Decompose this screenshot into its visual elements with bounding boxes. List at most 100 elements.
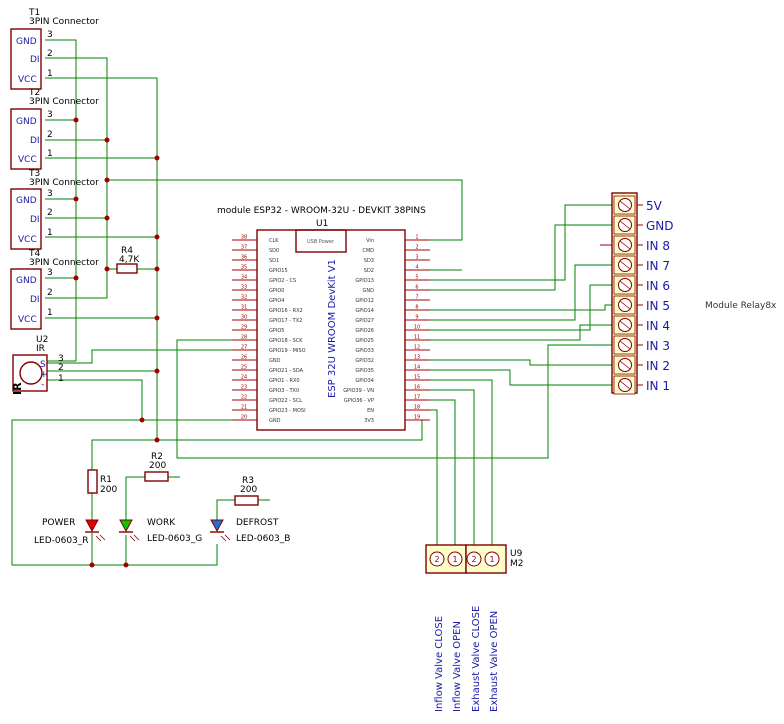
pin-name: DI bbox=[30, 215, 40, 225]
esp-pin-name: GPIO5 bbox=[269, 328, 284, 334]
esp-pin-number: 27 bbox=[241, 345, 247, 351]
esp-pin-number: 38 bbox=[241, 235, 247, 241]
esp-pin-name: SD2 bbox=[364, 268, 374, 274]
relay-pin-label: 5V bbox=[646, 199, 663, 213]
pin-number: 1 bbox=[47, 228, 53, 238]
led-label: WORK bbox=[147, 518, 176, 528]
ir-sensor-u2: U2 IR IR S + - 3 2 1 bbox=[11, 335, 64, 395]
relay-pin-label: IN 2 bbox=[646, 359, 670, 373]
led-work: WORK LED-0603_G bbox=[119, 518, 202, 544]
resistor-ref: R1 bbox=[100, 475, 112, 485]
esp-pin-name: GPIO18 - SCK bbox=[269, 338, 303, 344]
pin-name: VCC bbox=[18, 315, 37, 325]
pin-name: DI bbox=[30, 136, 40, 146]
resistor-value: 200 bbox=[100, 485, 117, 495]
esp-pin-name: GPIO12 bbox=[355, 298, 374, 304]
pin-number: 2 bbox=[47, 130, 53, 140]
pin-number: 3 bbox=[47, 268, 53, 278]
resistor-ref: R4 bbox=[121, 246, 133, 256]
esp-pin-number: 26 bbox=[241, 355, 247, 361]
connector-ref: T4 bbox=[28, 249, 40, 259]
pin-number: 2 bbox=[47, 288, 53, 298]
pin-number: 2 bbox=[47, 208, 53, 218]
resistor-value: 200 bbox=[240, 485, 257, 495]
valve-screw-terminal-icon bbox=[466, 551, 482, 567]
esp-pin-name: GPIO2 - CS bbox=[269, 278, 296, 284]
led-light-rays-icon bbox=[220, 534, 231, 542]
esp-pin-number: 25 bbox=[241, 365, 247, 371]
esp-pin-name: SD1 bbox=[269, 258, 279, 264]
pin-name: VCC bbox=[18, 75, 37, 85]
esp-pin-number: 4 bbox=[415, 265, 418, 271]
relay-pin-label: IN 8 bbox=[646, 239, 670, 253]
ir-lens-icon bbox=[19, 361, 43, 385]
relay-pin-label: IN 4 bbox=[646, 319, 670, 333]
esp-pin-name: GPIO36 - VP bbox=[344, 398, 374, 404]
esp-pin-name: GPIO35 bbox=[355, 368, 374, 374]
esp-pin-number: 10 bbox=[414, 325, 420, 331]
esp-pin-name: GPIO13 bbox=[355, 278, 374, 284]
resistor-r1: R1 200 bbox=[87, 469, 117, 495]
pin-name: DI bbox=[30, 295, 40, 305]
esp-pin-number: 37 bbox=[241, 245, 247, 251]
pin-name: DI bbox=[30, 55, 40, 65]
esp-pin-name: GPIO23 - MOSI bbox=[269, 408, 306, 414]
pin-number: 2 bbox=[47, 49, 53, 59]
esp-pin-name: EN bbox=[367, 408, 374, 414]
led-part: LED-0603_B bbox=[236, 534, 290, 544]
ir-pin-number: 2 bbox=[58, 363, 64, 373]
connector-type: 3PIN Connector bbox=[29, 178, 99, 188]
relay-module-name: Module Relay8x bbox=[705, 301, 777, 311]
esp-pin-number: 3 bbox=[415, 255, 418, 261]
relay-pin-label: IN 5 bbox=[646, 299, 670, 313]
valve-label: Inflow Valve CLOSE bbox=[434, 616, 445, 712]
valve-terminal-number: 2 bbox=[471, 555, 476, 564]
connector-type: 3PIN Connector bbox=[29, 17, 99, 27]
esp-pin-number: 9 bbox=[415, 315, 418, 321]
esp-pin-name: GPIO0 bbox=[269, 288, 284, 294]
pin-number: 3 bbox=[47, 110, 53, 120]
esp-pin-name: GPIO14 bbox=[355, 308, 374, 314]
valve-label: Exhaust Valve CLOSE bbox=[471, 606, 482, 712]
led-light-rays-icon bbox=[129, 534, 140, 542]
connector-type: 3PIN Connector bbox=[29, 97, 99, 107]
pin-name: VCC bbox=[18, 155, 37, 165]
pin-number: 1 bbox=[47, 308, 53, 318]
resistor-r3: R3 200 bbox=[234, 476, 259, 506]
esp-pin-number: 11 bbox=[414, 335, 420, 341]
esp-pin-name: CMD bbox=[362, 248, 374, 254]
esp-pin-number: 19 bbox=[414, 415, 420, 421]
esp-pin-number: 29 bbox=[241, 325, 247, 331]
esp-pin-name: SD3 bbox=[364, 258, 374, 264]
pin-name: VCC bbox=[18, 235, 37, 245]
esp-pin-number: 34 bbox=[241, 275, 247, 281]
esp-pin-name: GND bbox=[269, 358, 281, 364]
ir-body-label: IR bbox=[11, 382, 24, 395]
relay-pin-label: GND bbox=[646, 219, 674, 233]
esp-pin-number: 24 bbox=[241, 375, 247, 381]
esp-pin-name: GPIO19 - MISO bbox=[269, 348, 306, 354]
esp-pin-number: 6 bbox=[415, 285, 418, 291]
connector-t4: T4 3PIN Connector GND DI VCC 3 2 1 bbox=[10, 249, 99, 330]
pin-number: 3 bbox=[47, 189, 53, 199]
led-part: LED-0603_R bbox=[34, 536, 89, 546]
esp-pin-number: 16 bbox=[414, 385, 420, 391]
relay-pin-label: IN 3 bbox=[646, 339, 670, 353]
pin-number: 1 bbox=[47, 149, 53, 159]
ir-pin-name: - bbox=[41, 380, 44, 390]
esp-pin-name: GPIO3 - TX0 bbox=[269, 388, 299, 394]
esp-pin-number: 5 bbox=[415, 275, 418, 281]
esp-pin-name: GND bbox=[269, 418, 281, 424]
resistor-value: 4,7K bbox=[119, 255, 140, 265]
esp-pin-name: GPIO22 - SCL bbox=[269, 398, 302, 404]
ir-pin-number: 3 bbox=[58, 354, 64, 364]
esp-pin-number: 35 bbox=[241, 265, 247, 271]
esp-pin-name: GPIO21 - SDA bbox=[269, 368, 304, 374]
resistor-ref: R3 bbox=[242, 476, 254, 486]
valve-screw-terminal-icon bbox=[429, 551, 445, 567]
led-label: POWER bbox=[42, 518, 75, 528]
esp-pin-name: CLK bbox=[269, 238, 279, 244]
pin-number: 1 bbox=[47, 69, 53, 79]
